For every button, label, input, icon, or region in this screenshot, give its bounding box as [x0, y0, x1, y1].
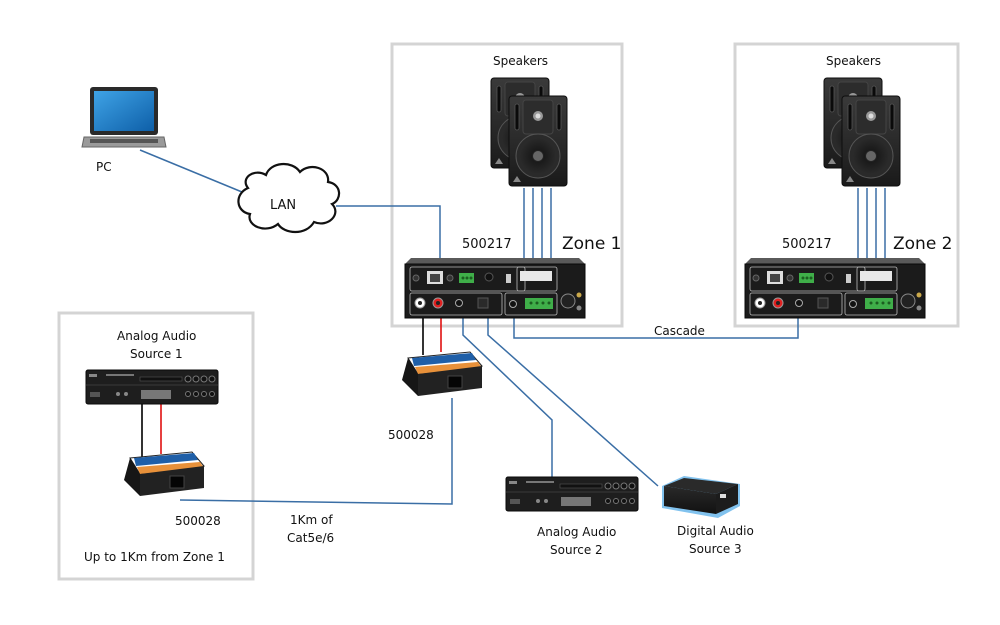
zone1-amplifier-icon [404, 257, 586, 319]
zone2-amplifier-icon [744, 257, 926, 319]
zone2-amp-model: 500217 [782, 237, 832, 252]
distance-note: Up to 1Km from Zone 1 [84, 550, 225, 564]
laptop-icon [81, 87, 167, 148]
cascade-label: Cascade [654, 324, 705, 338]
source3-label-line2: Source 3 [689, 542, 742, 556]
source2-label-line2: Source 2 [550, 543, 603, 557]
lan-label: LAN [270, 198, 296, 213]
wire-lan-zone1 [336, 205, 441, 272]
wire-cascade [513, 305, 799, 339]
zone2-title: Zone 2 [893, 234, 953, 254]
source1-label-line2: Source 1 [130, 347, 183, 361]
remote-balun-icon [123, 451, 205, 497]
zone2-speakers-label: Speakers [826, 54, 881, 68]
local-balun-icon [401, 351, 483, 397]
source2-player-icon [505, 476, 639, 512]
zone1-speaker-front-icon [508, 95, 568, 187]
zone1-amp-model: 500217 [462, 237, 512, 252]
zone2-speaker-front-icon [841, 95, 901, 187]
wire-cat5-1km [179, 398, 453, 505]
zone2-box [733, 42, 960, 328]
wire-source2 [462, 305, 553, 480]
zone1-speakers-label: Speakers [493, 54, 548, 68]
pc-label: PC [96, 160, 112, 174]
source1-player-icon [85, 369, 219, 405]
media-player-icon [662, 476, 740, 518]
remote-source-box [57, 311, 255, 581]
source2-label-line1: Analog Audio [537, 525, 616, 539]
zone1-title: Zone 1 [562, 234, 622, 254]
source1-label-line1: Analog Audio [117, 329, 196, 343]
wire-pc-lan [139, 149, 243, 193]
cable-label-line1: 1Km of [290, 513, 333, 527]
cloud-icon [237, 163, 341, 234]
local-balun-model: 500028 [388, 428, 434, 442]
cable-label-line2: Cat5e/6 [287, 531, 334, 545]
zone1-box [390, 42, 624, 328]
source3-label-line1: Digital Audio [677, 524, 754, 538]
remote-balun-model: 500028 [175, 514, 221, 528]
